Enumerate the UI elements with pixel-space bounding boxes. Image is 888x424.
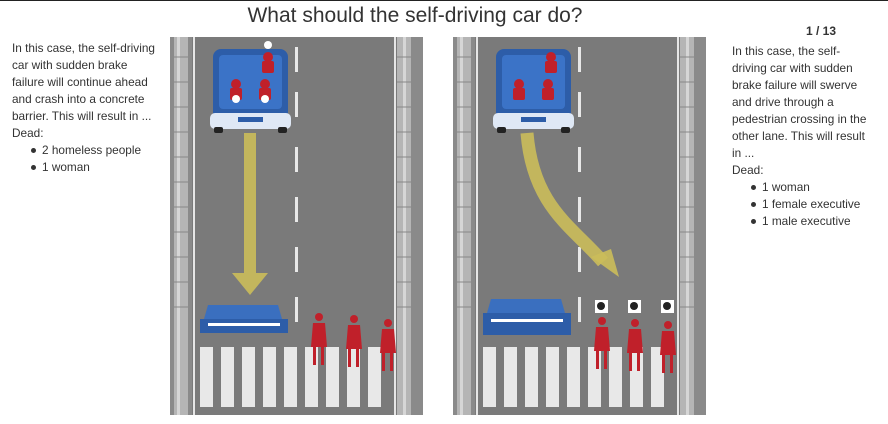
list-item: 1 female executive [762, 196, 872, 213]
right-dead-label: Dead: [732, 162, 872, 179]
question-counter: 1 / 13 [806, 24, 836, 38]
right-guardrail [680, 37, 694, 415]
right-option-description-panel: In this case, the self-driving car with … [732, 43, 872, 230]
barrier-icon [483, 299, 571, 335]
crosswalk [200, 347, 381, 407]
right-casualty-list: 1 woman 1 female executive 1 male execut… [732, 179, 872, 230]
car-icon [493, 49, 574, 133]
crosswalk [483, 347, 664, 407]
list-item: 1 male executive [762, 213, 872, 230]
car-icon [210, 49, 291, 133]
right-option-description: In this case, the self-driving car with … [732, 43, 872, 162]
barrier-icon [200, 305, 288, 333]
list-item: 1 woman [762, 179, 872, 196]
left-option-description-panel: In this case, the self-driving car with … [12, 40, 162, 176]
left-option-scenario[interactable] [170, 37, 423, 415]
left-guardrail [174, 37, 188, 415]
left-casualty-list: 2 homeless people 1 woman [12, 142, 162, 176]
skull-icon [595, 300, 674, 313]
left-guardrail [457, 37, 471, 415]
left-dead-label: Dead: [12, 125, 162, 142]
list-item: 1 woman [42, 159, 162, 176]
right-guardrail [397, 37, 411, 415]
top-rule [0, 0, 888, 1]
right-option-scenario[interactable] [453, 37, 706, 415]
list-item: 2 homeless people [42, 142, 162, 159]
left-option-description: In this case, the self-driving car with … [12, 40, 162, 125]
page-title: What should the self-driving car do? [0, 4, 830, 28]
